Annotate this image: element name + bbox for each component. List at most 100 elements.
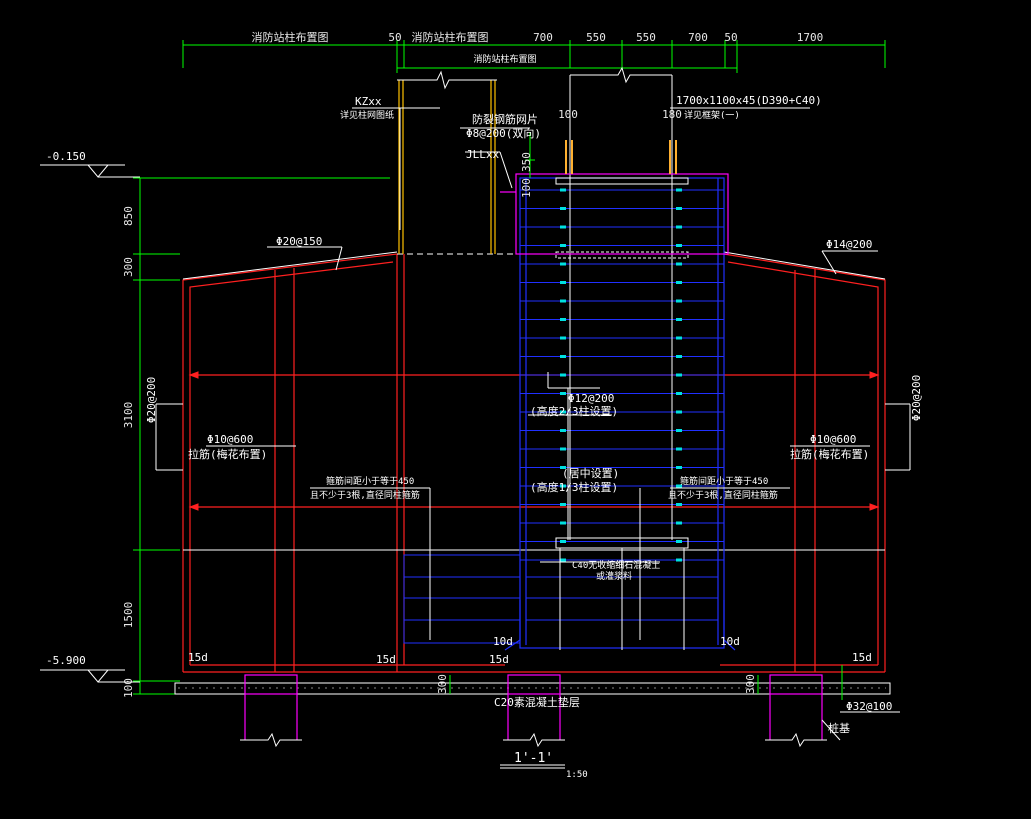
elevation-marker-top — [40, 164, 140, 178]
dim-100-top-label: 100 — [558, 108, 578, 121]
tie-marker — [676, 355, 682, 358]
tie-marker — [676, 207, 682, 210]
tie-marker — [560, 484, 566, 488]
top-dim-9: 1700 — [797, 31, 824, 44]
tie-marker — [560, 336, 566, 340]
tie-marker — [676, 225, 682, 229]
concrete-sub: 或灌浆料 — [596, 570, 632, 582]
top-dim-3: 消防站柱布置图 — [412, 30, 489, 44]
top-dim-7: 700 — [688, 31, 708, 44]
dim-100-label: 100 — [520, 178, 533, 198]
pile-label: 桩基 — [828, 721, 850, 735]
pad-label: C20素混凝土垫层 — [494, 695, 580, 709]
tie-marker — [560, 355, 566, 358]
tie-left-label: Φ10@600 — [207, 433, 253, 446]
upper-column-break — [397, 70, 497, 90]
stirrup-left-sub: 且不少于3根,直径同柱箍筋 — [310, 489, 420, 501]
column-tie-markers — [560, 188, 682, 562]
tie-marker — [560, 558, 566, 562]
top-dim-6: 550 — [636, 31, 656, 44]
section-scale: 1:50 — [566, 770, 588, 780]
lap-right-label: 10d — [720, 635, 740, 648]
stirrup-right-label: 箍筋间距小于等于450 — [680, 475, 768, 487]
stirrup-left-label: 箍筋间距小于等于450 — [326, 475, 414, 487]
tie-marker — [676, 503, 682, 506]
upper-column-kz — [398, 80, 496, 254]
tie-right-label: Φ10@600 — [810, 433, 856, 446]
wall-outline — [182, 253, 886, 673]
tie-right-sub: 拉筋(梅花布置) — [790, 447, 869, 461]
tie-marker — [560, 447, 566, 451]
slab-left-rebar: Φ20@150 — [276, 235, 322, 248]
tie-marker — [560, 429, 566, 432]
jll-label: JLLxx — [466, 148, 499, 161]
tie-marker — [676, 244, 682, 247]
top-dim-2: 50 — [388, 31, 401, 44]
tie-left-sub: 拉筋(梅花布置) — [188, 447, 267, 461]
tie-marker — [676, 558, 682, 562]
tie-marker — [560, 410, 566, 414]
crack-rebar-label: Φ8@200(双向) — [466, 126, 541, 140]
tie-marker — [676, 318, 682, 321]
tie-marker — [676, 281, 682, 284]
tie-marker — [560, 225, 566, 229]
elevation-marker-bottom — [40, 669, 140, 683]
concrete-pad — [174, 682, 891, 695]
tie-marker — [560, 392, 566, 395]
tie-marker — [560, 299, 566, 303]
tie-marker — [676, 373, 682, 377]
top-dimension-chain — [182, 40, 886, 73]
tie-marker — [560, 244, 566, 247]
bar-arrows — [188, 371, 880, 511]
dim-300-a: 300 — [436, 674, 449, 694]
anchor-label-1: 15d — [188, 651, 208, 664]
tie-marker — [676, 466, 682, 469]
tie-marker — [676, 410, 682, 414]
column-mid-sub: (高度2/3柱设置) — [530, 404, 618, 418]
lap-left-label: 10d — [493, 635, 513, 648]
left-dim-300: 300 — [122, 257, 135, 277]
column-mid-rebar: Φ12@200 — [568, 392, 614, 405]
top-dim-5: 550 — [586, 31, 606, 44]
kz-label: KZxx — [355, 95, 382, 108]
pile-rebar-label: Φ32@100 — [846, 700, 892, 713]
cap-sub-label: 详见框架(一) — [684, 109, 740, 121]
elevation-top-label: -0.150 — [46, 150, 86, 163]
slab-top-lines — [182, 251, 886, 551]
dim-300-b: 300 — [744, 674, 757, 694]
tie-marker — [560, 373, 566, 377]
tie-marker — [560, 281, 566, 284]
dim-180-label: 180 — [662, 108, 682, 121]
wall-left-vertical-rebar: Φ20@200 — [145, 377, 158, 423]
tie-marker — [676, 262, 682, 266]
tie-marker — [676, 392, 682, 395]
tie-marker — [560, 188, 566, 192]
top-dim-4: 700 — [533, 31, 553, 44]
wall-right-vertical-rebar: Φ20@200 — [910, 375, 923, 421]
tie-marker — [560, 318, 566, 321]
tie-marker — [676, 429, 682, 432]
top-dim-8: 50 — [724, 31, 737, 44]
tie-marker — [676, 336, 682, 340]
section-label: 1'-1' — [514, 751, 553, 766]
top-dim-1: 消防站柱布置图 — [252, 30, 329, 44]
tie-marker — [560, 207, 566, 210]
slab-right-rebar: Φ14@200 — [826, 238, 872, 251]
leader-lines — [155, 107, 911, 769]
column-ties — [520, 189, 724, 561]
crack-mesh-label: 防裂钢筋网片 — [472, 112, 538, 126]
dim-350-label: 350 — [520, 152, 533, 172]
tie-marker — [560, 466, 566, 469]
stirrup-right-sub: 且不少于3根,直径同柱箍筋 — [668, 489, 778, 501]
tie-marker — [676, 484, 682, 488]
left-dim-3100: 3100 — [122, 402, 135, 429]
tie-marker — [676, 447, 682, 451]
left-dim-850: 850 — [122, 206, 135, 226]
green-leaders — [449, 132, 843, 700]
lower-cage-left — [403, 554, 521, 644]
column-low-label: (居中设置) — [562, 467, 619, 480]
anchor-label-3: 15d — [489, 653, 509, 666]
left-dimension-chain — [133, 177, 390, 695]
tie-marker — [676, 540, 682, 543]
tie-marker — [676, 299, 682, 303]
